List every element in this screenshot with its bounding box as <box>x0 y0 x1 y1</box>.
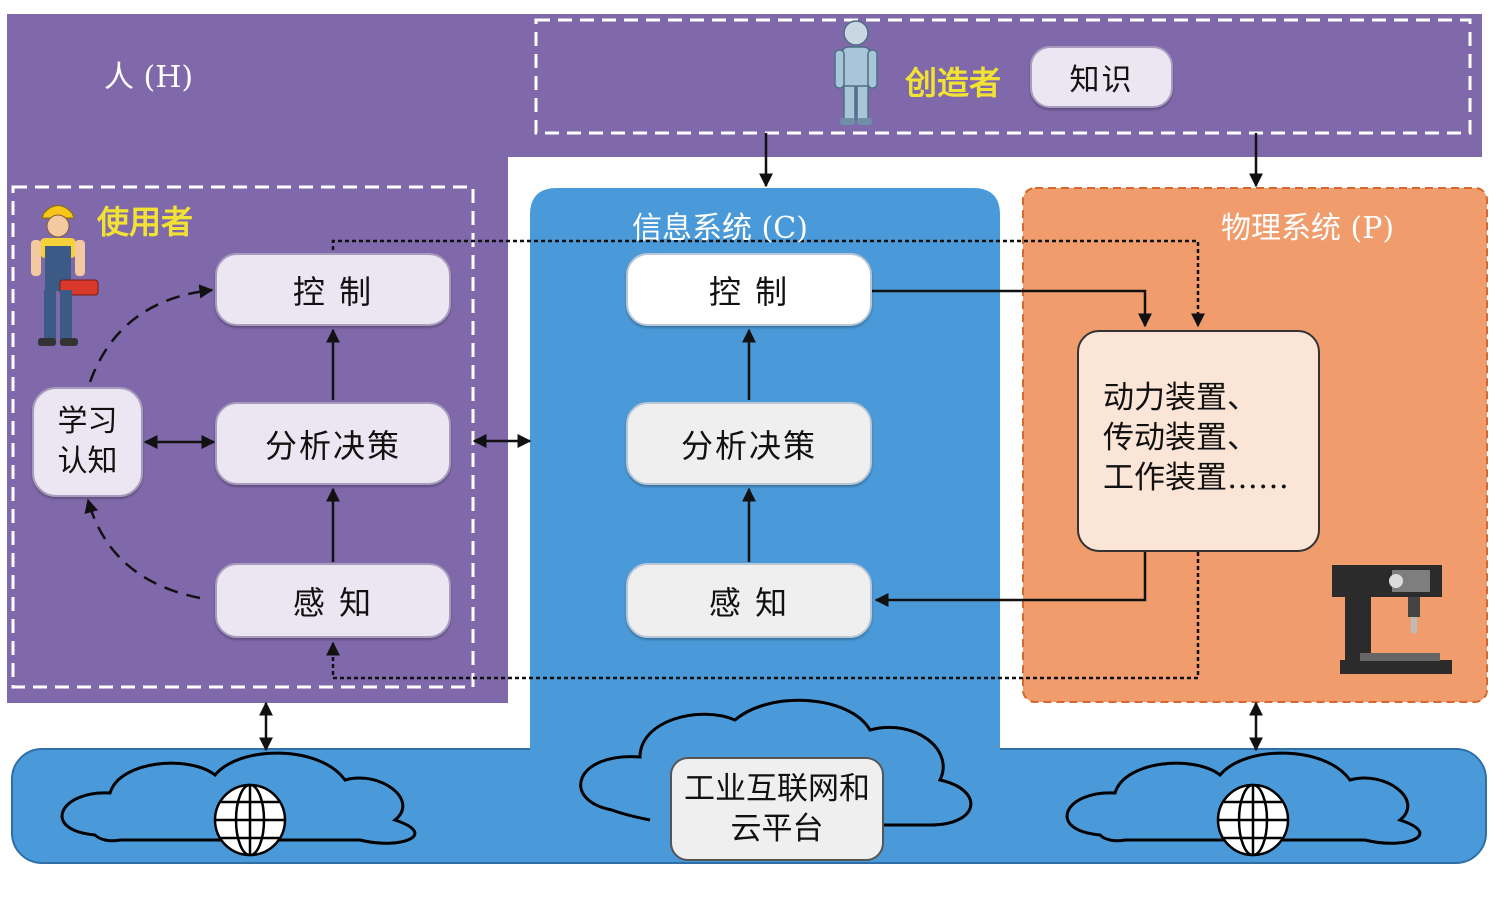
device-line-3: 工作装置…… <box>1103 460 1289 496</box>
devices-node: 动力装置、 传动装置、 工作装置…… <box>1077 330 1320 552</box>
user-sense-node: 感 知 <box>215 563 451 638</box>
worker-figure-icon <box>31 205 99 346</box>
physical-system-title: 物理系统 (P) <box>1221 211 1395 246</box>
device-line-2: 传动装置、 <box>1103 420 1258 456</box>
human-title: 人 (H) <box>104 60 194 95</box>
dotted-user-control-to-devices <box>331 239 1205 328</box>
info-sense-node: 感 知 <box>626 563 872 638</box>
cloud-shape-left <box>60 751 417 845</box>
knowledge-node: 知识 <box>1030 46 1173 108</box>
learn-line-2: 认知 <box>57 444 118 479</box>
device-line-1: 动力装置、 <box>1103 380 1258 416</box>
machine-tool-icon <box>1332 565 1452 674</box>
learn-cognition-node: 学习 认知 <box>32 387 143 497</box>
info-analysis-node: 分析决策 <box>626 402 872 485</box>
globe-icon-right <box>1216 783 1290 857</box>
globe-icon-left <box>213 783 287 857</box>
arrow-devices-to-sense <box>874 552 1147 607</box>
cloud-line-2: 云平台 <box>730 811 824 847</box>
arrow-control-to-devices <box>872 289 1152 328</box>
info-control-node: 控 制 <box>626 253 872 326</box>
user-control-node: 控 制 <box>215 253 451 326</box>
creator-figure-icon <box>834 20 878 125</box>
user-analysis-node: 分析决策 <box>215 402 451 485</box>
cloud-platform-node: 工业互联网和 云平台 <box>670 757 884 861</box>
arrow-sense-to-learn <box>84 498 201 600</box>
learn-line-1: 学习 <box>57 404 118 439</box>
info-system-title: 信息系统 (C) <box>632 211 808 246</box>
user-label: 使用者 <box>97 203 194 241</box>
creator-dashed-box <box>534 18 1472 135</box>
dotted-devices-to-user-sense <box>326 552 1200 680</box>
arrows <box>143 133 1263 752</box>
cloud-line-1: 工业互联网和 <box>684 771 870 807</box>
arrow-learn-to-control <box>88 284 214 383</box>
cloud-shape-right <box>1065 751 1422 845</box>
cloud-shape-center <box>579 698 973 827</box>
creator-label: 创造者 <box>905 64 1002 102</box>
